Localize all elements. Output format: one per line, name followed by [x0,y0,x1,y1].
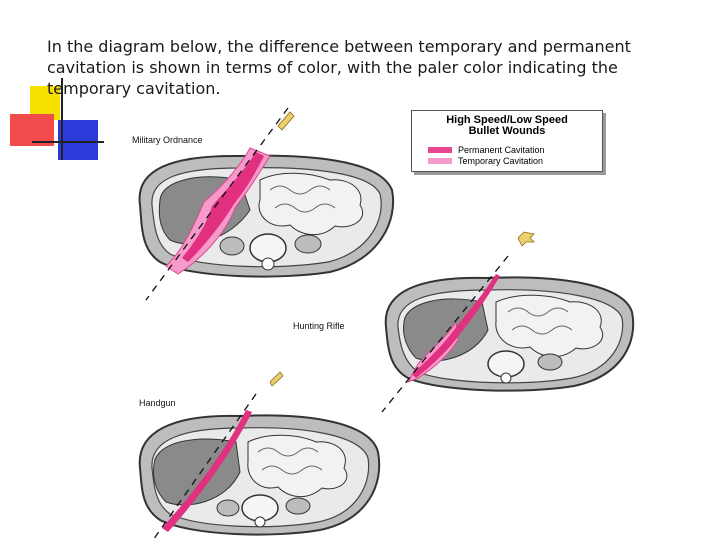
spinal-canal [254,516,266,528]
wound-track [162,410,252,532]
intestines [247,434,348,497]
kidney-right [537,353,563,371]
temporary-swatch [428,157,452,164]
spinal-canal [500,372,512,384]
legend-row-temporary: Temporary Cavitation [428,155,544,166]
caption-text: In the diagram below, the difference bet… [47,37,631,98]
hunting-rifle-cross-section [381,255,635,413]
legend-row-permanent: Permanent Cavitation [428,144,545,155]
spinal-canal [261,257,275,271]
legend-title-line2: Bullet Wounds [468,125,546,137]
kidney-right [294,234,322,254]
label-military-ordnance: Military Ordnance [132,135,203,145]
bullet-icon-handgun [269,371,284,387]
blue-square [58,120,98,160]
label-hunting-rifle: Hunting Rifle [293,321,345,331]
legend-box: High Speed/Low Speed Bullet Wounds Perma… [411,110,603,172]
legend-permanent-label: Permanent Cavitation [458,144,545,155]
military-ordnance-cross-section [138,107,394,301]
permanent-cavitation [412,274,500,378]
label-handgun: Handgun [139,398,176,408]
legend-title-line1: High Speed/Low Speed [446,114,568,126]
kidney-left [216,499,240,517]
intestines [258,172,363,235]
intestine-folds [269,185,336,213]
bullet-trajectory [145,107,289,301]
red-square [10,114,54,146]
kidney-left [219,236,245,256]
permanent-cavitation [182,152,264,262]
bullet-trajectory [152,393,257,540]
bullet-icon-military [277,111,295,131]
permanent-swatch [428,146,452,153]
legend-temporary-label: Temporary Cavitation [458,155,544,166]
intestine-folds [507,307,573,335]
intestine-folds [257,447,323,475]
handgun-cross-section [138,393,381,540]
liver-organ [153,438,241,506]
kidney-right [285,497,311,515]
intestines [495,294,603,357]
bullet-icon-hunting [517,231,535,247]
